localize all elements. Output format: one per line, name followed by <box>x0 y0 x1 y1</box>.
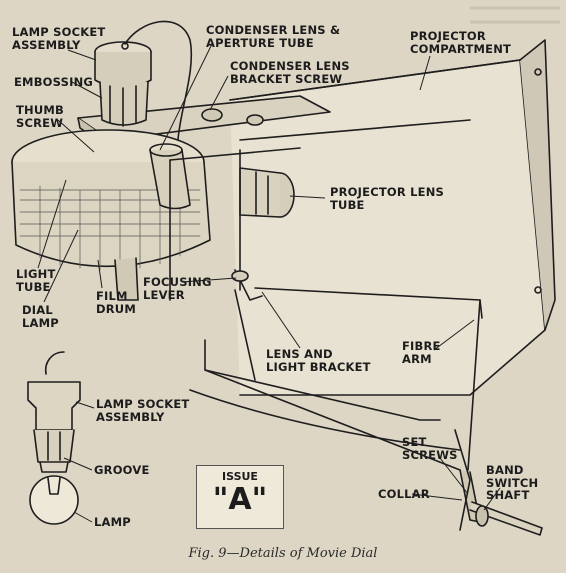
band-switch-shaft <box>459 469 543 536</box>
label-condenser-lens-aperture-tube: CONDENSER LENS & APERTURE TUBE <box>206 23 341 50</box>
label-set-screws: SET SCREWS <box>402 435 458 462</box>
label-collar: COLLAR <box>378 487 430 501</box>
label-lamp: LAMP <box>94 515 131 529</box>
label-projector-compartment: PROJECTOR COMPARTMENT <box>410 29 512 56</box>
label-light-tube: LIGHT TUBE <box>16 267 56 294</box>
label-focusing-lever: FOCUSING LEVER <box>143 275 212 302</box>
label-groove: GROOVE <box>94 463 150 477</box>
projector-lens-tube <box>239 167 295 218</box>
figure-caption: Fig. 9—Details of Movie Dial <box>188 546 378 561</box>
label-projector-lens-tube: PROJECTOR LENS TUBE <box>330 185 445 212</box>
issue-box: ISSUE "A" <box>196 465 284 529</box>
projector-compartment <box>229 39 556 396</box>
lens-and-light-bracket <box>169 147 461 471</box>
issue-word: ISSUE <box>222 470 258 483</box>
label-lens-and-light-bracket: LENS AND LIGHT BRACKET <box>266 347 371 374</box>
label-embossing: EMBOSSING <box>14 75 94 89</box>
label-inset-lamp-socket-assembly: LAMP SOCKET ASSEMBLY <box>96 397 190 424</box>
label-band-switch-shaft: BAND SWITCH SHAFT <box>486 463 539 502</box>
label-condenser-lens-bracket-screw: CONDENSER LENS BRACKET SCREW <box>230 59 350 86</box>
label-fibre-arm: FIBRE ARM <box>402 339 441 366</box>
lamp-socket-assembly-top <box>94 20 193 141</box>
inset-lamp-drawing <box>27 351 81 525</box>
label-film-drum: FILM DRUM <box>96 289 136 316</box>
label-dial-lamp: DIAL LAMP <box>22 303 59 330</box>
issue-letter: "A" <box>212 482 268 517</box>
label-lamp-socket-assembly: LAMP SOCKET ASSEMBLY <box>12 25 106 52</box>
leader-lines <box>37 43 501 523</box>
label-thumb-screw: THUMB SCREW <box>16 103 65 130</box>
